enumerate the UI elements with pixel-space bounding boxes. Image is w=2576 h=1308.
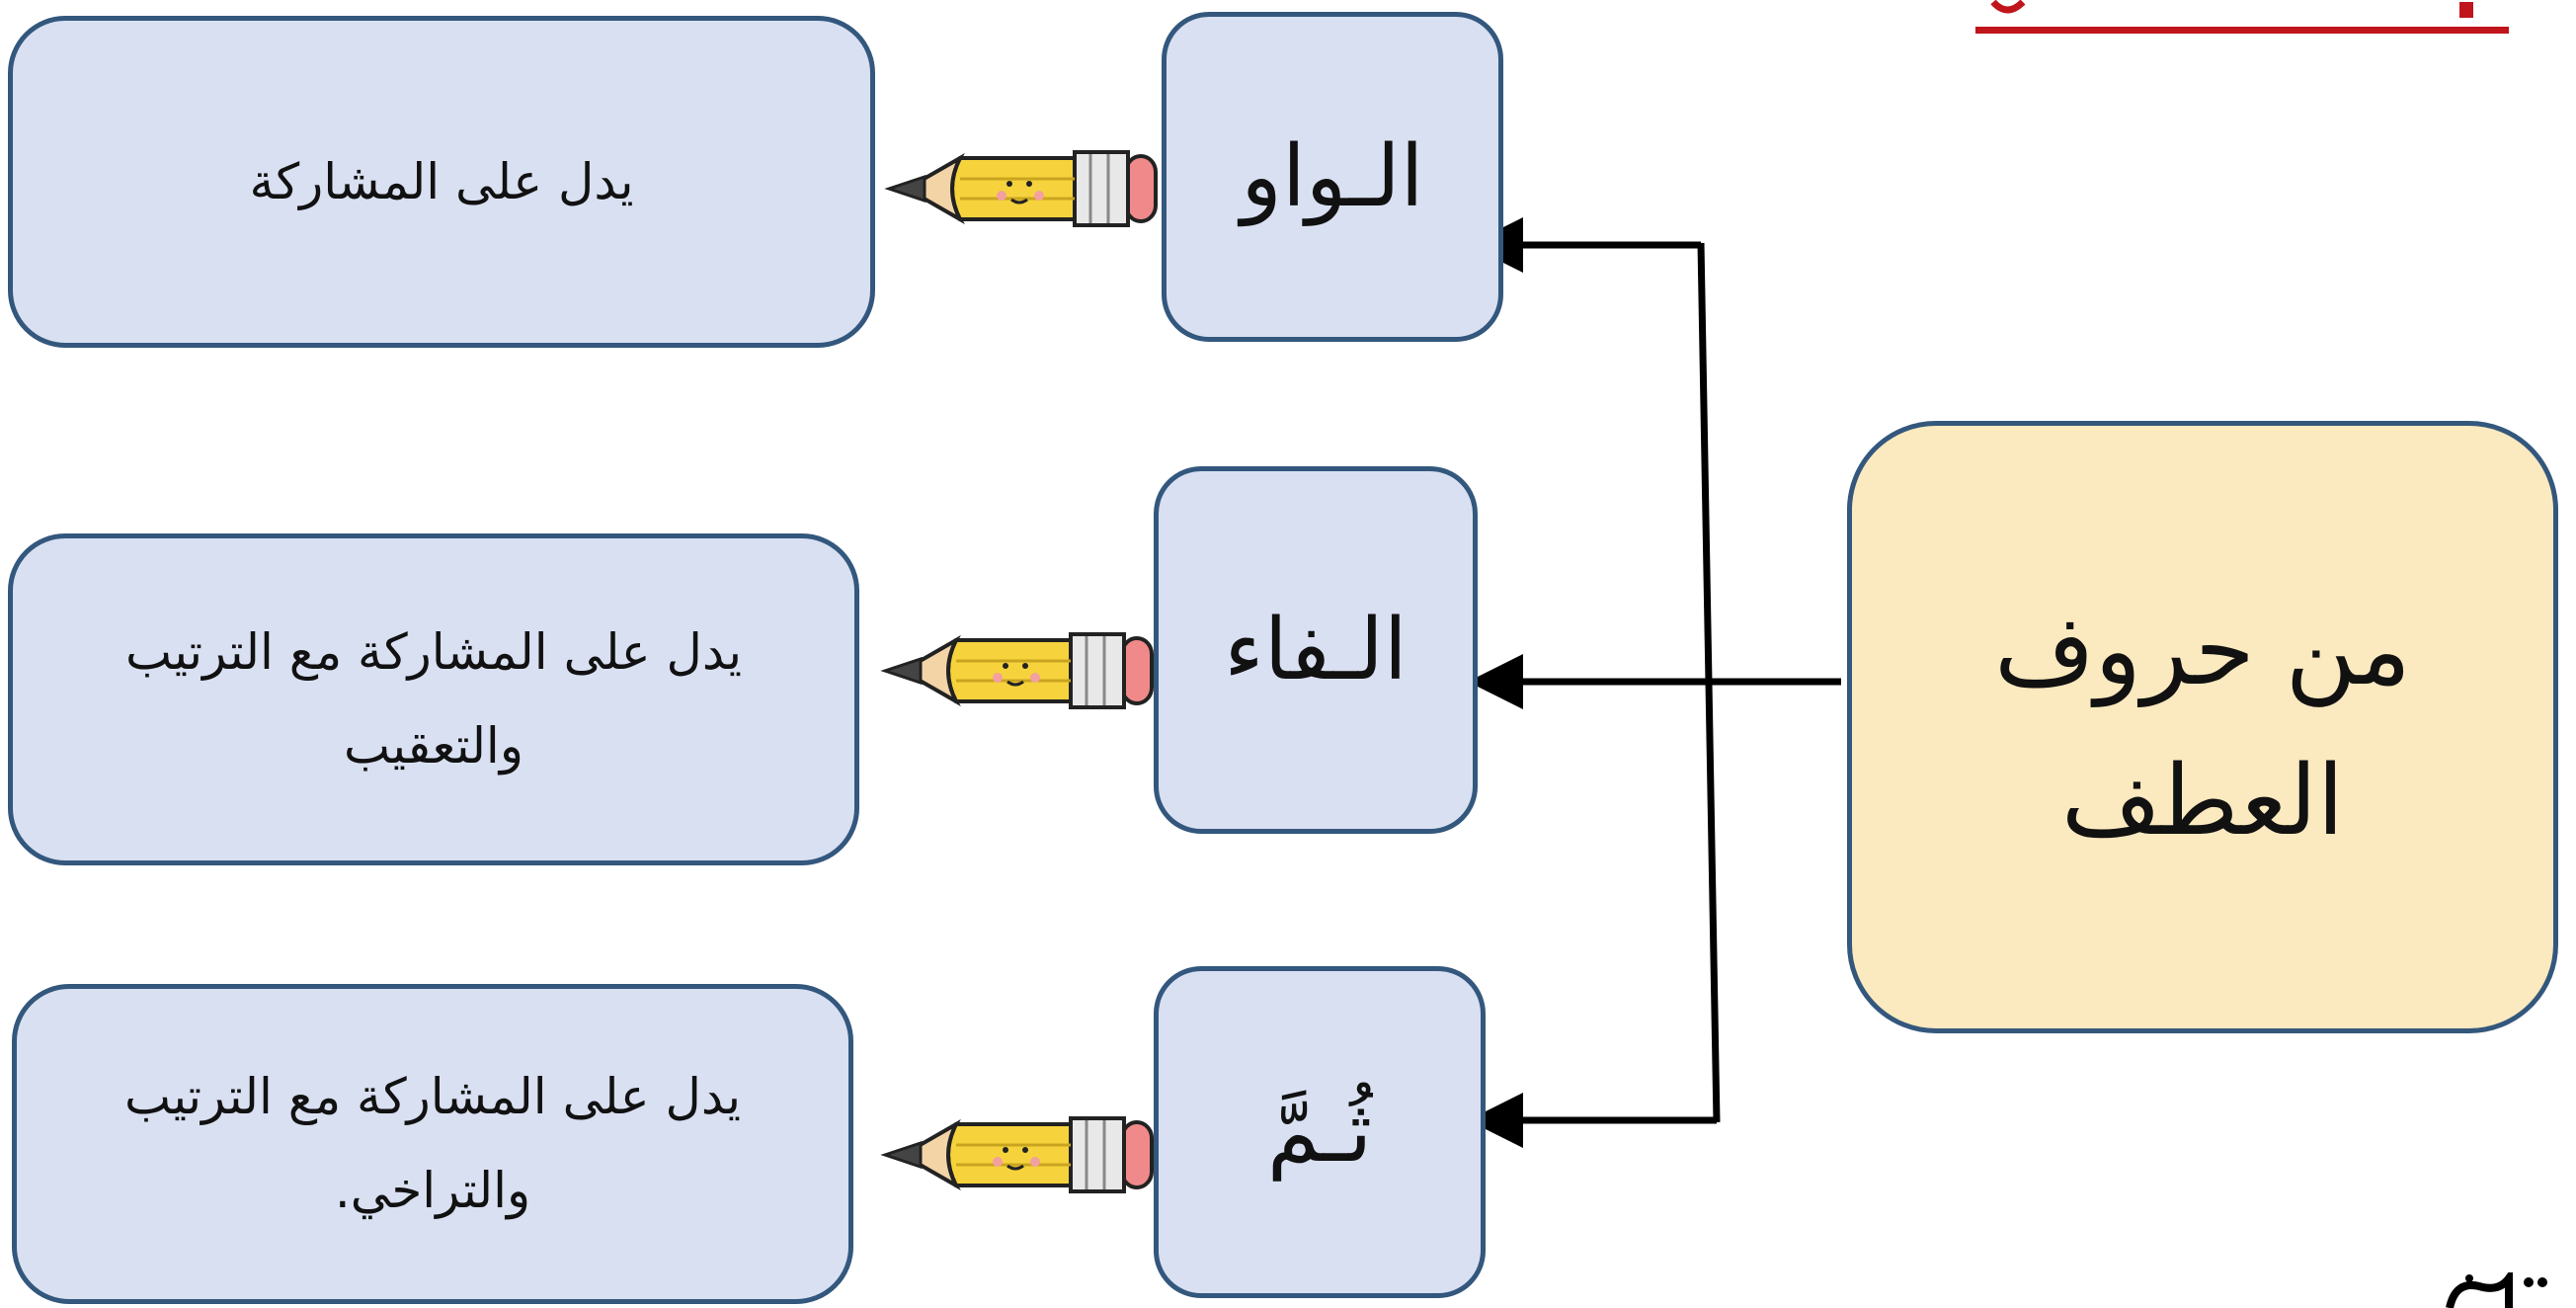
letter-box-thumma: ثُـمَّ — [1154, 966, 1486, 1298]
letter-faa-text: الـفاء — [1224, 601, 1408, 699]
letter-waw-text: الـواو — [1241, 127, 1424, 226]
letter-box-waw: الـواو — [1162, 12, 1503, 342]
description-box-thumma: يدل على المشاركة مع الترتيب والتراخي. — [12, 984, 853, 1304]
description-faa-text: يدل على المشاركة مع الترتيب والتعقيب — [124, 623, 743, 775]
cropped-text-fragment — [2446, 1272, 2547, 1308]
pencil-icon — [884, 150, 1158, 227]
center-concept-text: من حروف العطف — [1994, 595, 2411, 858]
description-box-waw: يدل على المشاركة — [8, 16, 875, 348]
letter-thumma-text: ثُـمَّ — [1266, 1083, 1373, 1182]
center-concept-box: من حروف العطف — [1847, 421, 2558, 1033]
letter-box-faa: الـفاء — [1154, 466, 1478, 834]
pencil-icon — [880, 632, 1154, 709]
description-waw-text: يدل على المشاركة — [249, 152, 634, 210]
description-thumma-text: يدل على المشاركة مع الترتيب والتراخي. — [123, 1068, 742, 1219]
spine-line — [1697, 242, 1721, 1123]
description-box-faa: يدل على المشاركة مع الترتيب والتعقيب — [8, 533, 859, 865]
cropped-title-fragment — [1975, 0, 2509, 34]
pencil-icon — [880, 1116, 1154, 1193]
